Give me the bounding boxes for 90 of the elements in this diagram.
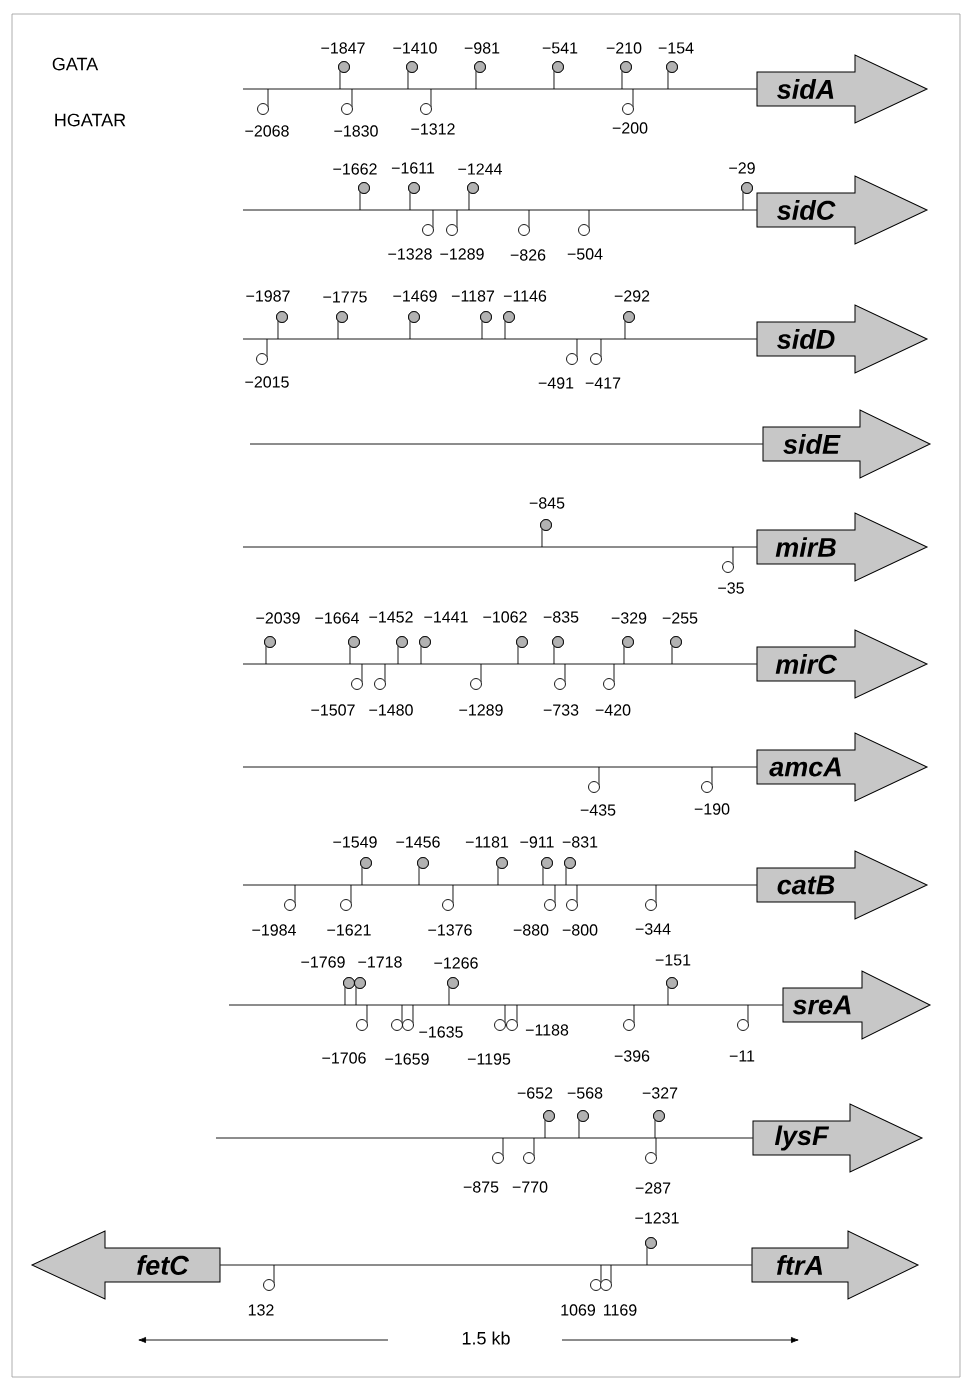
motif-label: HGATAR <box>55 113 126 127</box>
position-label: −541 <box>542 42 578 54</box>
position-label: −1507 <box>311 704 355 716</box>
position-label: −1146 <box>503 290 547 302</box>
position-label: −1469 <box>393 290 437 302</box>
position-label: −1289 <box>440 248 484 260</box>
position-label: −1410 <box>393 42 437 54</box>
promoter-line <box>242 546 758 548</box>
position-label: −2068 <box>245 125 289 137</box>
position-label: −733 <box>543 704 579 716</box>
position-label: −1847 <box>321 42 365 54</box>
position-label: −417 <box>585 377 621 389</box>
promoter-line <box>242 209 758 211</box>
position-label: −1181 <box>465 836 509 848</box>
position-label: −210 <box>606 42 642 54</box>
promoter-line <box>242 766 758 768</box>
position-label: −652 <box>517 1087 553 1099</box>
position-label: −327 <box>642 1087 678 1099</box>
position-label: −1328 <box>388 248 432 260</box>
position-label: −35 <box>718 582 744 594</box>
position-label: −1775 <box>323 291 367 303</box>
position-label: −1452 <box>369 611 413 623</box>
position-label: −1718 <box>358 956 402 968</box>
scale-label: 1.5 kb <box>462 1331 510 1345</box>
position-label: −344 <box>635 923 671 935</box>
promoter-line <box>219 1264 753 1266</box>
position-label: −911 <box>520 836 554 848</box>
position-label: −770 <box>512 1181 548 1193</box>
position-label: −826 <box>510 249 546 261</box>
promoter-line <box>228 1004 784 1006</box>
position-label: −568 <box>567 1087 603 1099</box>
motif-label: GATA <box>52 57 99 71</box>
position-label: −491 <box>538 377 574 389</box>
position-label: −1769 <box>301 956 345 968</box>
position-label: 1169 <box>604 1304 637 1316</box>
position-label: −1062 <box>483 611 527 623</box>
position-label: −1987 <box>246 290 290 302</box>
position-label: −154 <box>658 42 694 54</box>
position-label: −1621 <box>327 924 371 936</box>
position-label: −255 <box>662 612 698 624</box>
promoter-line <box>249 443 764 445</box>
position-label: −1830 <box>334 125 378 137</box>
position-label: −1312 <box>411 123 455 135</box>
position-label: −396 <box>614 1050 650 1062</box>
position-label: −1480 <box>369 704 413 716</box>
position-label: −11 <box>729 1050 755 1062</box>
position-label: −292 <box>614 290 650 302</box>
position-label: −1441 <box>424 611 468 623</box>
position-label: −1195 <box>467 1053 511 1065</box>
position-label: 1069 <box>561 1304 596 1316</box>
position-label: −2039 <box>256 612 300 624</box>
position-label: −151 <box>655 954 691 966</box>
position-label: −1659 <box>385 1053 429 1065</box>
position-label: −504 <box>567 248 603 260</box>
position-label: −1662 <box>333 163 377 175</box>
position-label: −1289 <box>459 704 503 716</box>
promoter-line <box>242 884 758 886</box>
position-label: −880 <box>513 924 549 936</box>
position-label: −875 <box>463 1181 499 1193</box>
position-label: −1549 <box>333 836 377 848</box>
position-label: −831 <box>562 836 598 848</box>
position-label: −420 <box>595 704 631 716</box>
position-label: −800 <box>562 924 598 936</box>
promoter-line <box>242 663 758 665</box>
position-label: −329 <box>611 612 647 624</box>
position-label: −435 <box>580 804 616 816</box>
position-label: −1984 <box>252 924 296 936</box>
position-label: −1456 <box>396 836 440 848</box>
position-label: −200 <box>612 122 648 134</box>
position-label: −1611 <box>391 162 435 174</box>
promoter-line <box>242 338 758 340</box>
position-label: −1231 <box>635 1212 679 1224</box>
position-label: −1706 <box>322 1052 366 1064</box>
position-label: −1635 <box>419 1026 463 1038</box>
position-label: −1187 <box>451 290 495 302</box>
position-label: −1664 <box>315 612 359 624</box>
position-label: −1244 <box>458 163 502 175</box>
position-label: 132 <box>248 1304 274 1316</box>
position-label: −2015 <box>245 376 289 388</box>
position-label: −845 <box>529 497 565 509</box>
position-label: −1266 <box>434 957 478 969</box>
position-label: −835 <box>543 611 579 623</box>
position-label: −29 <box>729 162 755 174</box>
promoter-line <box>215 1137 754 1139</box>
promoter-line <box>242 88 758 90</box>
position-label: −287 <box>635 1182 671 1194</box>
position-label: −981 <box>464 42 500 54</box>
position-label: −1188 <box>525 1024 569 1036</box>
position-label: −1376 <box>428 924 472 936</box>
position-label: −190 <box>694 803 730 815</box>
